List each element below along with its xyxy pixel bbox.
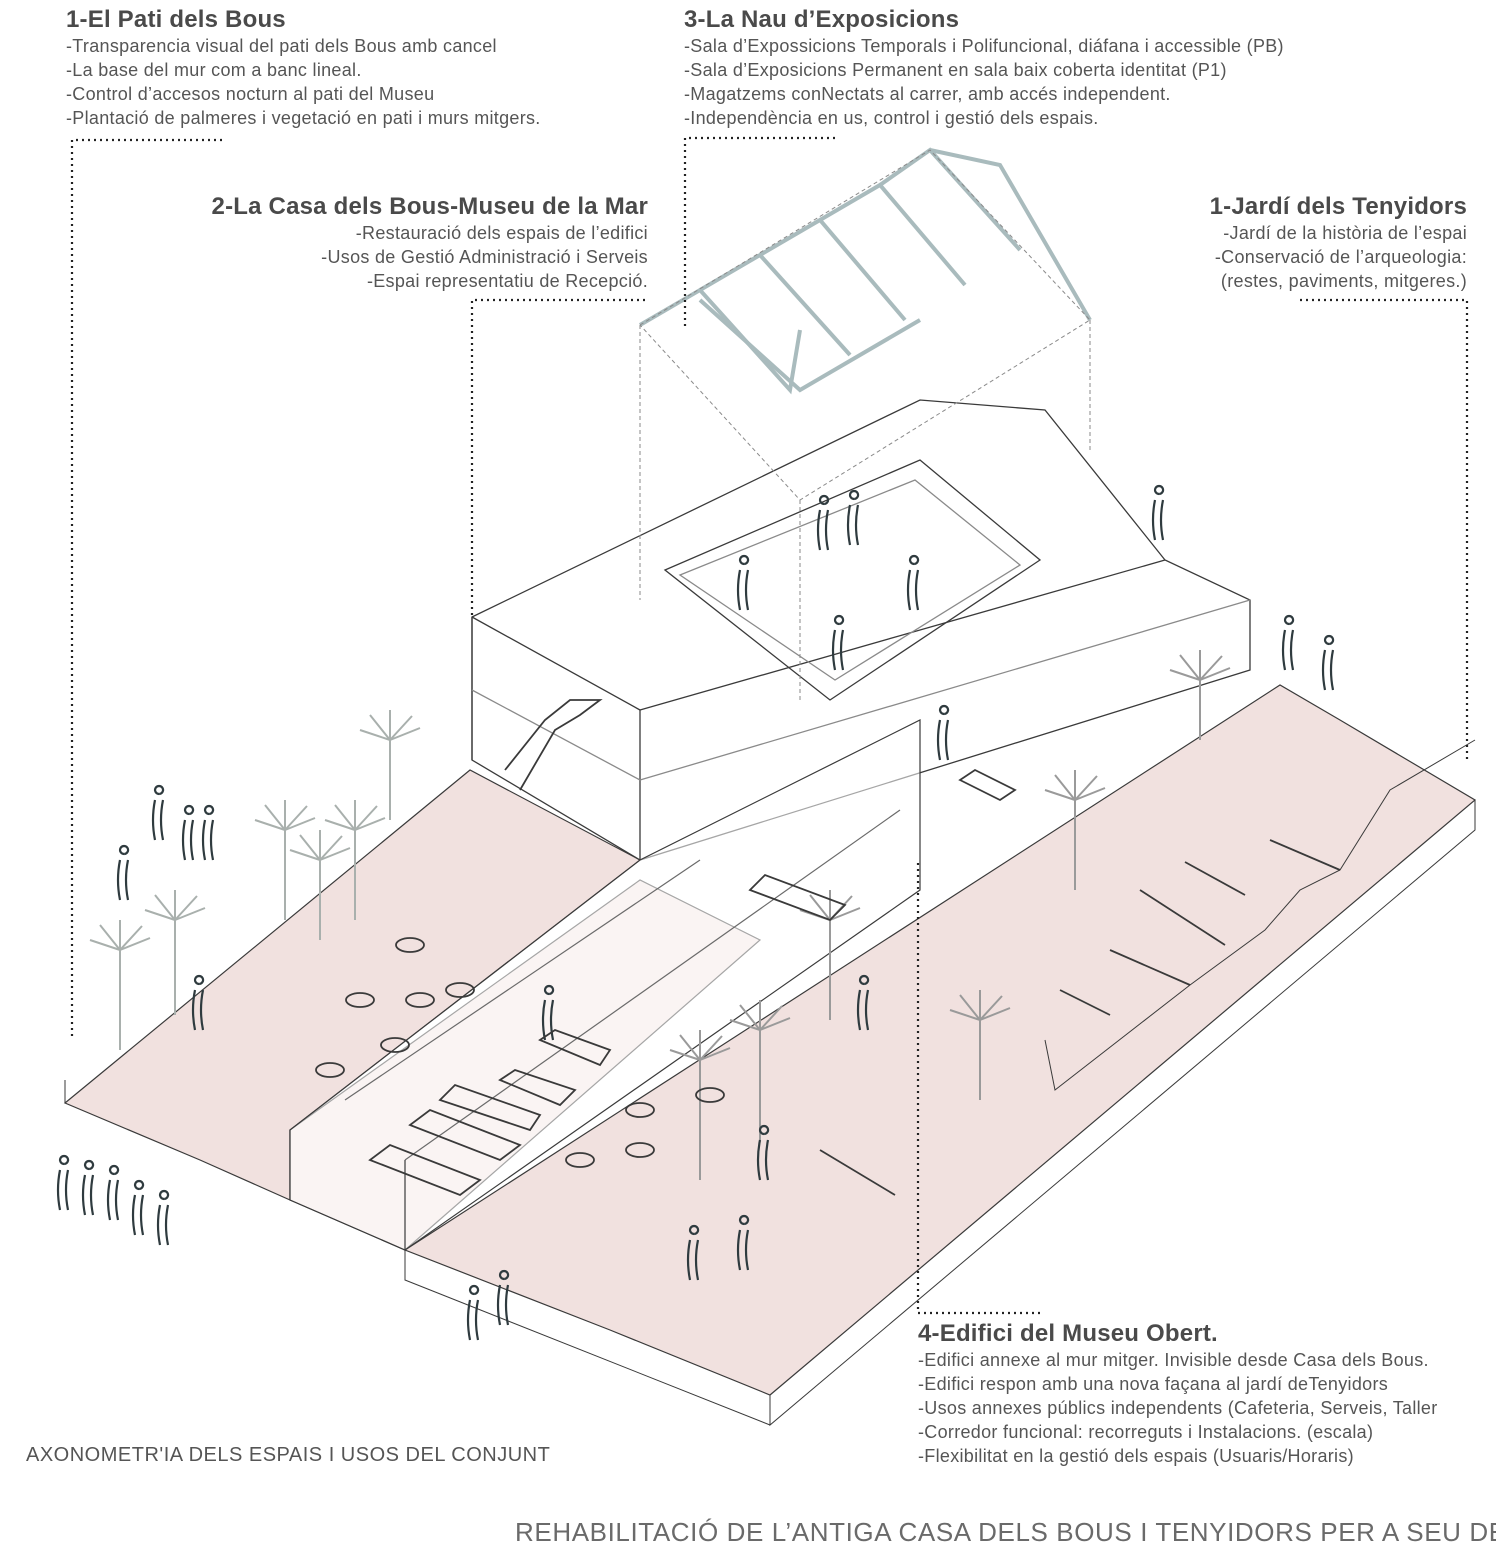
- jardi-block: 1-Jardí dels Tenyidors -Jardí de la hist…: [1210, 193, 1467, 293]
- furniture: [315, 699, 1341, 1197]
- jardi-list: -Jardí de la història de l’espai -Conser…: [1210, 221, 1467, 293]
- casa-list: -Restauració dels espais de l’edifici -U…: [212, 221, 648, 293]
- edifici-line: -Flexibilitat en la gestió dels espais (…: [918, 1446, 1354, 1466]
- project-title: REHABILITACIÓ DE L’ANTIGA CASA DELS BOUS…: [515, 1517, 1496, 1547]
- casa-title: 2-La Casa dels Bous-Museu de la Mar: [211, 193, 648, 220]
- jardi-line: -Jardí de la història de l’espai: [1223, 223, 1467, 243]
- nau-block: 3-La Nau d’Exposicions -Sala d’Expossici…: [684, 6, 1284, 130]
- pati-line: -La base del mur com a banc lineal.: [66, 60, 362, 80]
- leader-lines: [70, 136, 1469, 1315]
- casa-line: -Usos de Gestió Administració i Serveis: [321, 247, 648, 267]
- nau-line: -Sala d’Expossicions Temporals i Polifun…: [684, 36, 1284, 56]
- roof-trusses: [638, 147, 1092, 395]
- pati-line: -Transparencia visual del pati dels Bous…: [66, 36, 497, 56]
- edifici-line: -Corredor funcional: recorreguts i Insta…: [918, 1422, 1374, 1442]
- edifici-list: -Edifici annexe al mur mitger. Invisible…: [918, 1348, 1496, 1468]
- nau-title: 3-La Nau d’Exposicions: [684, 6, 960, 33]
- nau-line: -Independència en us, control i gestió d…: [684, 108, 1099, 128]
- pati-title: 1-El Pati dels Bous: [66, 6, 286, 33]
- pati-line: -Plantació de palmeres i vegetació en pa…: [66, 108, 541, 128]
- archaeology-wall: [1044, 739, 1476, 1091]
- casa-line: -Espai representatiu de Recepció.: [366, 271, 648, 291]
- edifici-line: -Usos annexes públics independents (Cafe…: [918, 1398, 1438, 1418]
- nau-line: -Magatzems conNectats al carrer, amb acc…: [684, 84, 1171, 104]
- pati-line: -Control d’accesos nocturn al pati del M…: [66, 84, 435, 104]
- edifici-block: 4-Edifici del Museu Obert. -Edifici anne…: [918, 1320, 1496, 1468]
- nau-line: -Sala d’Exposicions Permanent en sala ba…: [684, 60, 1227, 80]
- casa-line: -Restauració dels espais de l’edifici: [355, 223, 648, 243]
- pati-block: 1-El Pati dels Bous -Transparencia visua…: [66, 6, 541, 130]
- edifici-title: 4-Edifici del Museu Obert.: [918, 1320, 1218, 1347]
- vegetation: [89, 650, 1231, 1180]
- jardi-line: (restes, paviments, mitgeres.): [1220, 271, 1467, 291]
- edifici-line: -Edifici annexe al mur mitger. Invisible…: [918, 1350, 1429, 1370]
- casa-dels-bous-volume: [471, 399, 1251, 861]
- jardi-line: -Conservació de l’arqueologia:: [1214, 247, 1467, 267]
- people-figures: [56, 484, 1335, 1341]
- casa-block: 2-La Casa dels Bous-Museu de la Mar -Res…: [212, 193, 648, 293]
- jardi-title: 1-Jardí dels Tenyidors: [1209, 193, 1467, 220]
- edifici-line: -Edifici respon amb una nova façana al j…: [918, 1374, 1389, 1394]
- nau-list: -Sala d’Expossicions Temporals i Polifun…: [684, 34, 1284, 130]
- pati-list: -Transparencia visual del pati dels Bous…: [66, 34, 541, 130]
- drawing-caption: AXONOMETR'IA DELS ESPAIS I USOS DEL CONJ…: [26, 1444, 551, 1466]
